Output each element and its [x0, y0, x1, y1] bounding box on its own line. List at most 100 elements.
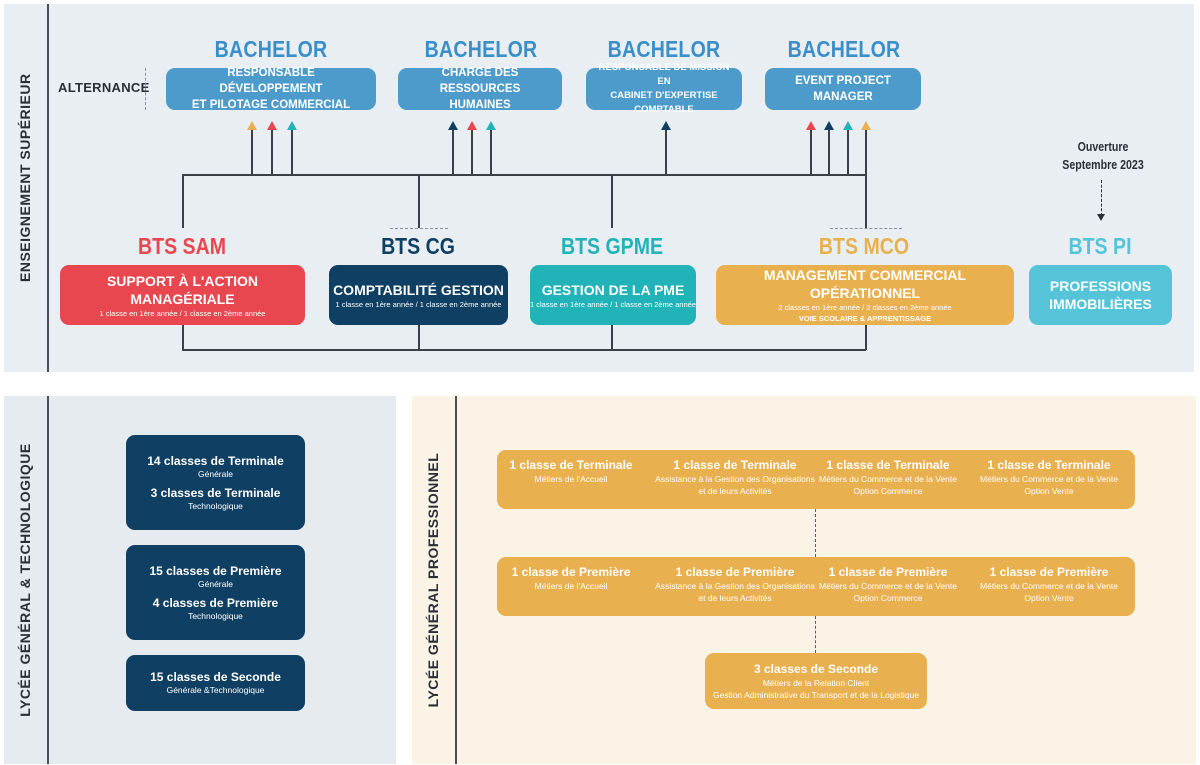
bts-detail: 1 classe en 1ère année / 1 classe en 2èm… — [530, 299, 696, 309]
lp-track: et de leurs Activités — [698, 486, 772, 496]
section-divider — [47, 4, 49, 372]
connector-line — [182, 174, 866, 176]
arrow-up-icon — [806, 121, 816, 130]
arrow-up-icon — [843, 121, 853, 130]
opening-note: Ouverture Septembre 2023 — [1056, 138, 1150, 174]
bts-card-mco[interactable]: MANAGEMENT COMMERCIAL OPÉRATIONNEL 2 cla… — [716, 265, 1014, 325]
bts-name-line2: IMMOBILIÈRES — [1049, 296, 1152, 312]
lp-count: 3 classes de Seconde — [753, 661, 879, 676]
arrow-stem — [271, 130, 273, 174]
bachelor-title: BACHELOR — [424, 36, 538, 62]
lp-count: 1 classe de Terminale — [987, 458, 1111, 472]
lp-track: Métiers du Commerce et de la Vente — [980, 581, 1118, 591]
lp-count: 1 classe de Terminale — [673, 458, 797, 472]
bachelor-name-line1: RESPONSABLE DÉVELOPPEMENT — [219, 67, 323, 95]
connector-line — [865, 325, 867, 350]
arrow-up-icon — [448, 121, 458, 130]
alternance-divider — [145, 68, 146, 110]
lp-track: Assistance à la Gestion des Organisation… — [655, 474, 815, 484]
arrow-up-icon — [287, 121, 297, 130]
arrow-up-icon — [247, 121, 257, 130]
lp-cell-accueil[interactable]: 1 classe de Terminale Métiers de l'Accue… — [497, 458, 645, 485]
lgt-card-seconde[interactable]: 15 classes de Seconde Générale &Technolo… — [126, 655, 305, 711]
bachelor-title: BACHELOR — [787, 36, 901, 62]
lgt-track: Générale — [198, 578, 233, 589]
arrow-up-icon — [861, 121, 871, 130]
lp-cell-agora[interactable]: 1 classe de Terminale Assistance à la Ge… — [635, 458, 835, 497]
bts-extra: VOIE SCOLAIRE & APPRENTISSAGE — [798, 314, 932, 323]
bachelor-name-line2: ET PILOTAGE COMMERCIAL — [191, 99, 351, 111]
arrow-stem — [251, 130, 253, 174]
bts-title-gpme: BTS GPME — [560, 233, 664, 259]
lp-track: Métiers du Commerce et de la Vente — [980, 474, 1118, 484]
connector-line — [418, 174, 420, 228]
opening-arrow-stem — [1101, 180, 1102, 216]
arrow-stem — [291, 130, 293, 174]
arrow-down-icon — [1097, 214, 1105, 221]
lp-track: Métiers du Commerce et de la Vente — [819, 581, 957, 591]
connector-line — [182, 349, 866, 351]
bachelor-name-line2: RESSOURCES HUMAINES — [439, 83, 521, 111]
arrow-stem — [810, 130, 812, 174]
arrow-up-icon — [486, 121, 496, 130]
lp-cell-accueil[interactable]: 1 classe de Première Métiers de l'Accuei… — [497, 565, 645, 592]
lgt-count: 3 classes de Terminale — [150, 485, 281, 500]
lp-track: Assistance à la Gestion des Organisation… — [655, 581, 815, 591]
bts-card-cg[interactable]: COMPTABILITÉ GESTION 1 classe en 1ère an… — [329, 265, 508, 325]
lgt-track: Technologique — [188, 500, 243, 511]
bachelor-card-event[interactable]: EVENT PROJECT MANAGER — [765, 68, 921, 110]
lp-count: 1 classe de Première — [675, 565, 795, 579]
bachelor-title: BACHELOR — [607, 36, 721, 62]
lp-card-seconde[interactable]: 3 classes de Seconde Métiers de la Relat… — [705, 653, 927, 709]
lgt-count: 4 classes de Première — [152, 595, 279, 610]
bachelor-card-commercial[interactable]: RESPONSABLE DÉVELOPPEMENT ET PILOTAGE CO… — [166, 67, 376, 111]
bachelor-name-line1: RESPONSABLE DE MISSION EN — [598, 62, 730, 87]
lgt-card-terminale[interactable]: 14 classes de Terminale Générale 3 class… — [126, 435, 305, 530]
arrow-stem — [471, 130, 473, 174]
lp-count: 1 classe de Terminale — [509, 458, 633, 472]
bts-card-gpme[interactable]: GESTION DE LA PME 1 classe en 1ère année… — [530, 265, 696, 325]
bachelor-card-rh[interactable]: CHARGÉ DES RESSOURCES HUMAINES — [398, 67, 562, 111]
lp-cell-vente[interactable]: 1 classe de Terminale Métiers du Commerc… — [963, 458, 1135, 497]
lp-cell-agora[interactable]: 1 classe de Première Assistance à la Ges… — [635, 565, 835, 604]
connector-line — [182, 325, 184, 350]
lgt-count: 14 classes de Terminale — [147, 453, 284, 468]
bts-detail: 1 classe en 1ère année / 1 classe en 2èm… — [99, 308, 266, 318]
connector-line — [418, 325, 420, 350]
lp-cell-vente[interactable]: 1 classe de Première Métiers du Commerce… — [963, 565, 1135, 604]
lp-cell-commerce[interactable]: 1 classe de Terminale Métiers du Commerc… — [802, 458, 974, 497]
lp-count: 1 classe de Première — [828, 565, 948, 579]
lgt-track: Générale &Technologique — [166, 685, 265, 695]
bts-card-pi[interactable]: PROFESSIONS IMMOBILIÈRES — [1029, 265, 1172, 325]
lp-track: Métiers de la Relation Client — [762, 677, 870, 688]
bachelor-name-line1: EVENT PROJECT MANAGER — [795, 75, 891, 103]
section-label-lycee-pro: LYCÉE GÉNÉRAL PROFESSIONNEL — [425, 452, 441, 708]
lp-row-premiere: 1 classe de Première Métiers de l'Accuei… — [497, 557, 1135, 616]
level-connector — [815, 616, 816, 653]
alternance-label: ALTERNANCE — [58, 80, 150, 95]
lgt-count: 15 classes de Première — [149, 563, 282, 578]
lp-count: 1 classe de Terminale — [826, 458, 950, 472]
lp-track: et de leurs Activités — [698, 593, 772, 603]
lp-track: Option Vente — [1024, 593, 1074, 603]
arrow-stem — [865, 130, 867, 174]
section-divider — [47, 396, 49, 764]
arrow-up-icon — [824, 121, 834, 130]
arrow-stem — [490, 130, 492, 174]
lgt-card-premiere[interactable]: 15 classes de Première Générale 4 classe… — [126, 545, 305, 640]
lp-track: Gestion Administrative du Transport et d… — [712, 689, 919, 700]
bachelor-card-expertise[interactable]: RESPONSABLE DE MISSION EN CABINET D'EXPE… — [586, 62, 742, 115]
lp-track: Option Vente — [1024, 486, 1074, 496]
section-label-higher-education: ENSEIGNEMENT SUPÉRIEUR — [17, 73, 33, 282]
arrow-stem — [847, 130, 849, 174]
bts-title-cg: BTS CG — [381, 233, 455, 259]
bts-name: SUPPORT À L'ACTION MANAGÉRIALE — [106, 272, 259, 307]
bts-card-sam[interactable]: SUPPORT À L'ACTION MANAGÉRIALE 1 classe … — [60, 265, 305, 325]
bts-detail: 1 classe en 1ère année / 1 classe en 2èm… — [335, 299, 502, 309]
arrow-stem — [828, 130, 830, 174]
connector-line — [865, 174, 867, 228]
bts-title-divider — [830, 228, 902, 229]
bachelor-name-line1: CHARGÉ DES — [441, 67, 519, 79]
lp-cell-commerce[interactable]: 1 classe de Première Métiers du Commerce… — [802, 565, 974, 604]
lp-count: 1 classe de Première — [511, 565, 631, 579]
